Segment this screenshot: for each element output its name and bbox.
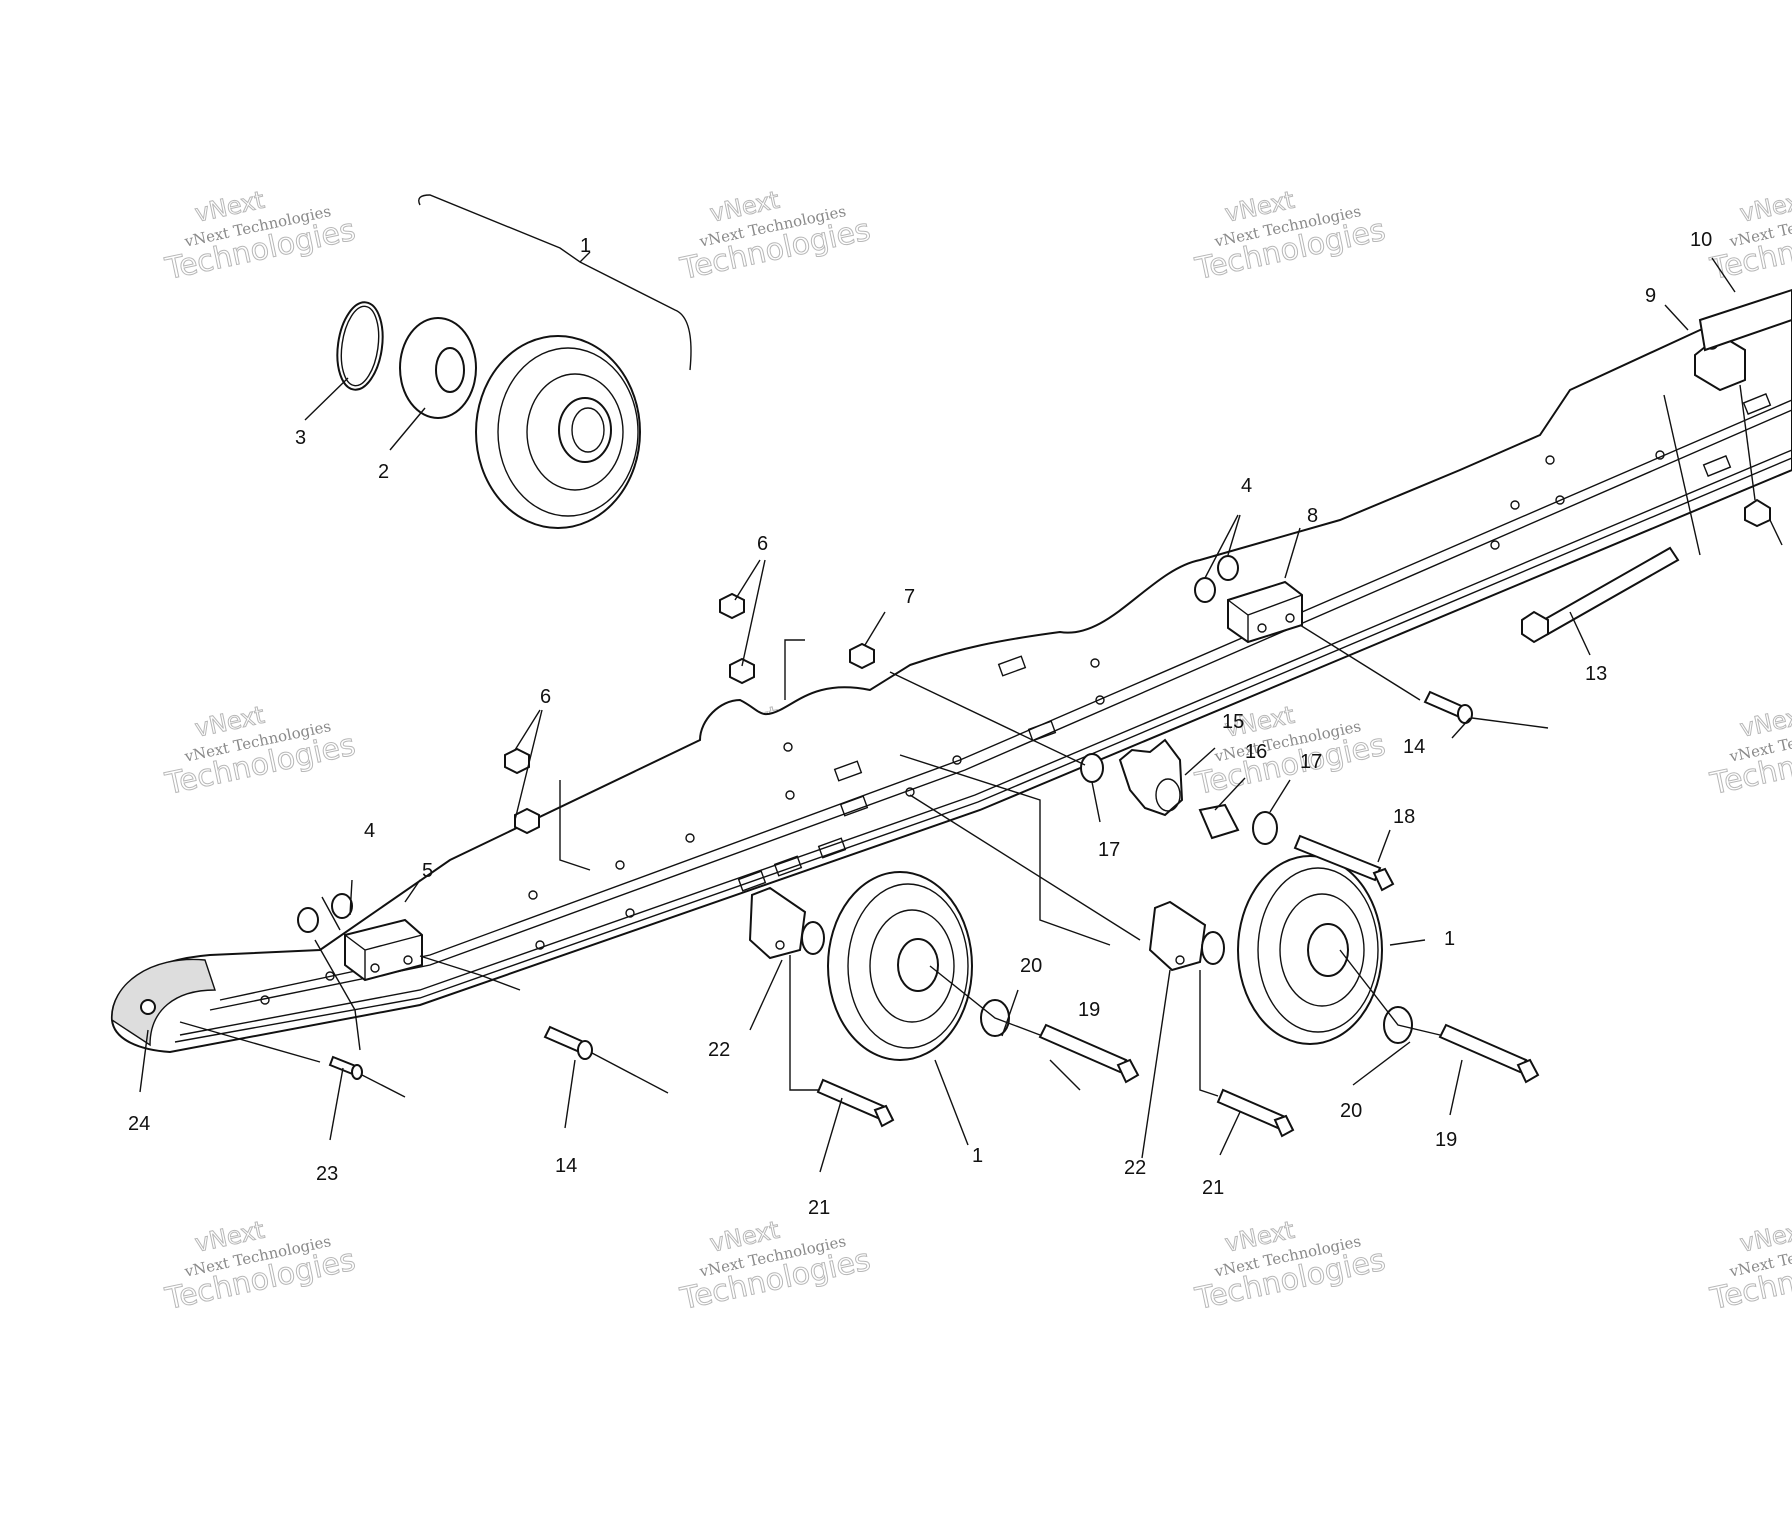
callout-3: 3 xyxy=(295,427,306,449)
leader-lines xyxy=(139,257,1783,1173)
rail-rib-lower xyxy=(179,449,1792,1036)
watermark: vNext vNext Technologies Technologies xyxy=(1706,700,1792,802)
spacer-16 xyxy=(1198,803,1240,840)
watermark: vNext vNext Technologies Technologies xyxy=(676,185,874,287)
bracket-line xyxy=(418,194,692,371)
callout-5: 5 xyxy=(422,860,433,882)
watermark: vNext vNext Technologies Technologies xyxy=(161,1215,359,1317)
pin-14-upper xyxy=(1423,690,1549,729)
washer-4-b xyxy=(331,893,353,919)
callout-23: 23 xyxy=(316,1163,338,1185)
callout-13: 13 xyxy=(1585,663,1607,685)
watermark: vNext vNext Technologies Technologies xyxy=(676,1215,874,1317)
watermark: vNext vNext Technologies Technologies xyxy=(1706,185,1792,287)
watermark: vNext vNext Technologies Technologies xyxy=(161,185,359,287)
bracket-group-1 xyxy=(418,194,692,371)
washer-4-a xyxy=(297,907,319,933)
bolt-19-left xyxy=(1038,1023,1140,1084)
idler-wheel-right xyxy=(1237,855,1383,1045)
callout-18: 18 xyxy=(1393,806,1415,828)
axle-bracket-left xyxy=(748,886,825,960)
pin-23 xyxy=(328,1055,406,1098)
bolt-21-left xyxy=(816,1078,895,1128)
watermark: vNext vNext Technologies Technologies xyxy=(1191,1215,1389,1317)
callout-14-upper: 14 xyxy=(1403,736,1425,758)
bolt-18 xyxy=(1293,834,1395,892)
callout-17-lower: 17 xyxy=(1098,839,1120,861)
callout-6-lower: 6 xyxy=(540,686,551,708)
callout-6-upper: 6 xyxy=(757,533,768,555)
callout-14-lower: 14 xyxy=(555,1155,577,1177)
callout-1-right: 1 xyxy=(1444,928,1455,950)
bolt-19-right xyxy=(1438,1023,1540,1084)
callout-7: 7 xyxy=(904,586,915,608)
rail-body xyxy=(110,298,1792,1054)
callout-22-left: 22 xyxy=(708,1039,730,1061)
mount-block-5 xyxy=(344,918,423,982)
washer-4-d xyxy=(1217,555,1239,581)
washer-17-left xyxy=(1080,753,1104,783)
washer-17-right xyxy=(1252,811,1278,845)
rear-axle-10 xyxy=(1698,288,1792,352)
callout-17-upper: 17 xyxy=(1300,751,1322,773)
callouts: 1 3 2 6 7 4 8 10 9 13 14 15 16 17 17 18 … xyxy=(128,229,1712,1219)
pin-14-lower xyxy=(543,1025,669,1094)
callout-1-bottom: 1 xyxy=(972,1145,983,1167)
callout-20-right: 20 xyxy=(1340,1100,1362,1122)
callout-22-right: 22 xyxy=(1124,1157,1146,1179)
callout-20-left: 20 xyxy=(1020,955,1042,977)
idler-wheel-left xyxy=(827,871,973,1061)
callout-21-left: 21 xyxy=(808,1197,830,1219)
mount-block-8 xyxy=(1227,580,1303,644)
callout-9: 9 xyxy=(1645,285,1656,307)
callout-1-top: 1 xyxy=(580,235,591,257)
rail-rib-mid xyxy=(209,409,1792,1011)
rail-rib-upper xyxy=(219,399,1792,1001)
retaining-ring-3 xyxy=(336,301,384,391)
bolt-21-right xyxy=(1216,1088,1295,1138)
nuts-6-upper xyxy=(719,592,755,685)
axle-bracket-right xyxy=(1148,900,1225,972)
callout-24: 24 xyxy=(128,1113,150,1135)
nuts-6-lower xyxy=(504,747,540,835)
watermark: vNext vNext Technologies Technologies xyxy=(1706,1215,1792,1317)
nut-7 xyxy=(849,642,875,670)
rail-rib-bottom xyxy=(174,457,1792,1043)
bearing-2 xyxy=(399,317,477,419)
callout-19-right: 19 xyxy=(1435,1129,1457,1151)
rail-slots xyxy=(737,393,1772,892)
callout-16: 16 xyxy=(1245,741,1267,763)
callout-8: 8 xyxy=(1307,505,1318,527)
callout-4-right: 4 xyxy=(1241,475,1252,497)
callout-10: 10 xyxy=(1690,229,1712,251)
tip-pin xyxy=(140,999,156,1015)
callout-15: 15 xyxy=(1222,711,1244,733)
callout-2: 2 xyxy=(378,461,389,483)
slide-rail xyxy=(110,298,1792,1054)
rail-tip-cap xyxy=(111,958,216,1047)
center-bracket-15 xyxy=(1118,738,1184,817)
watermark: vNext vNext Technologies Technologies xyxy=(161,700,359,802)
callout-4-left: 4 xyxy=(364,820,375,842)
rail-holes xyxy=(260,450,1665,1005)
idler-wheel-top xyxy=(475,335,641,529)
long-bolt-13 xyxy=(1521,546,1680,644)
watermark: vNext vNext Technologies Technologies xyxy=(1191,185,1389,287)
callout-21-right: 21 xyxy=(1202,1177,1224,1199)
nut-11 xyxy=(1744,498,1771,528)
callout-19-left: 19 xyxy=(1078,999,1100,1021)
washer-4-c xyxy=(1194,577,1216,603)
